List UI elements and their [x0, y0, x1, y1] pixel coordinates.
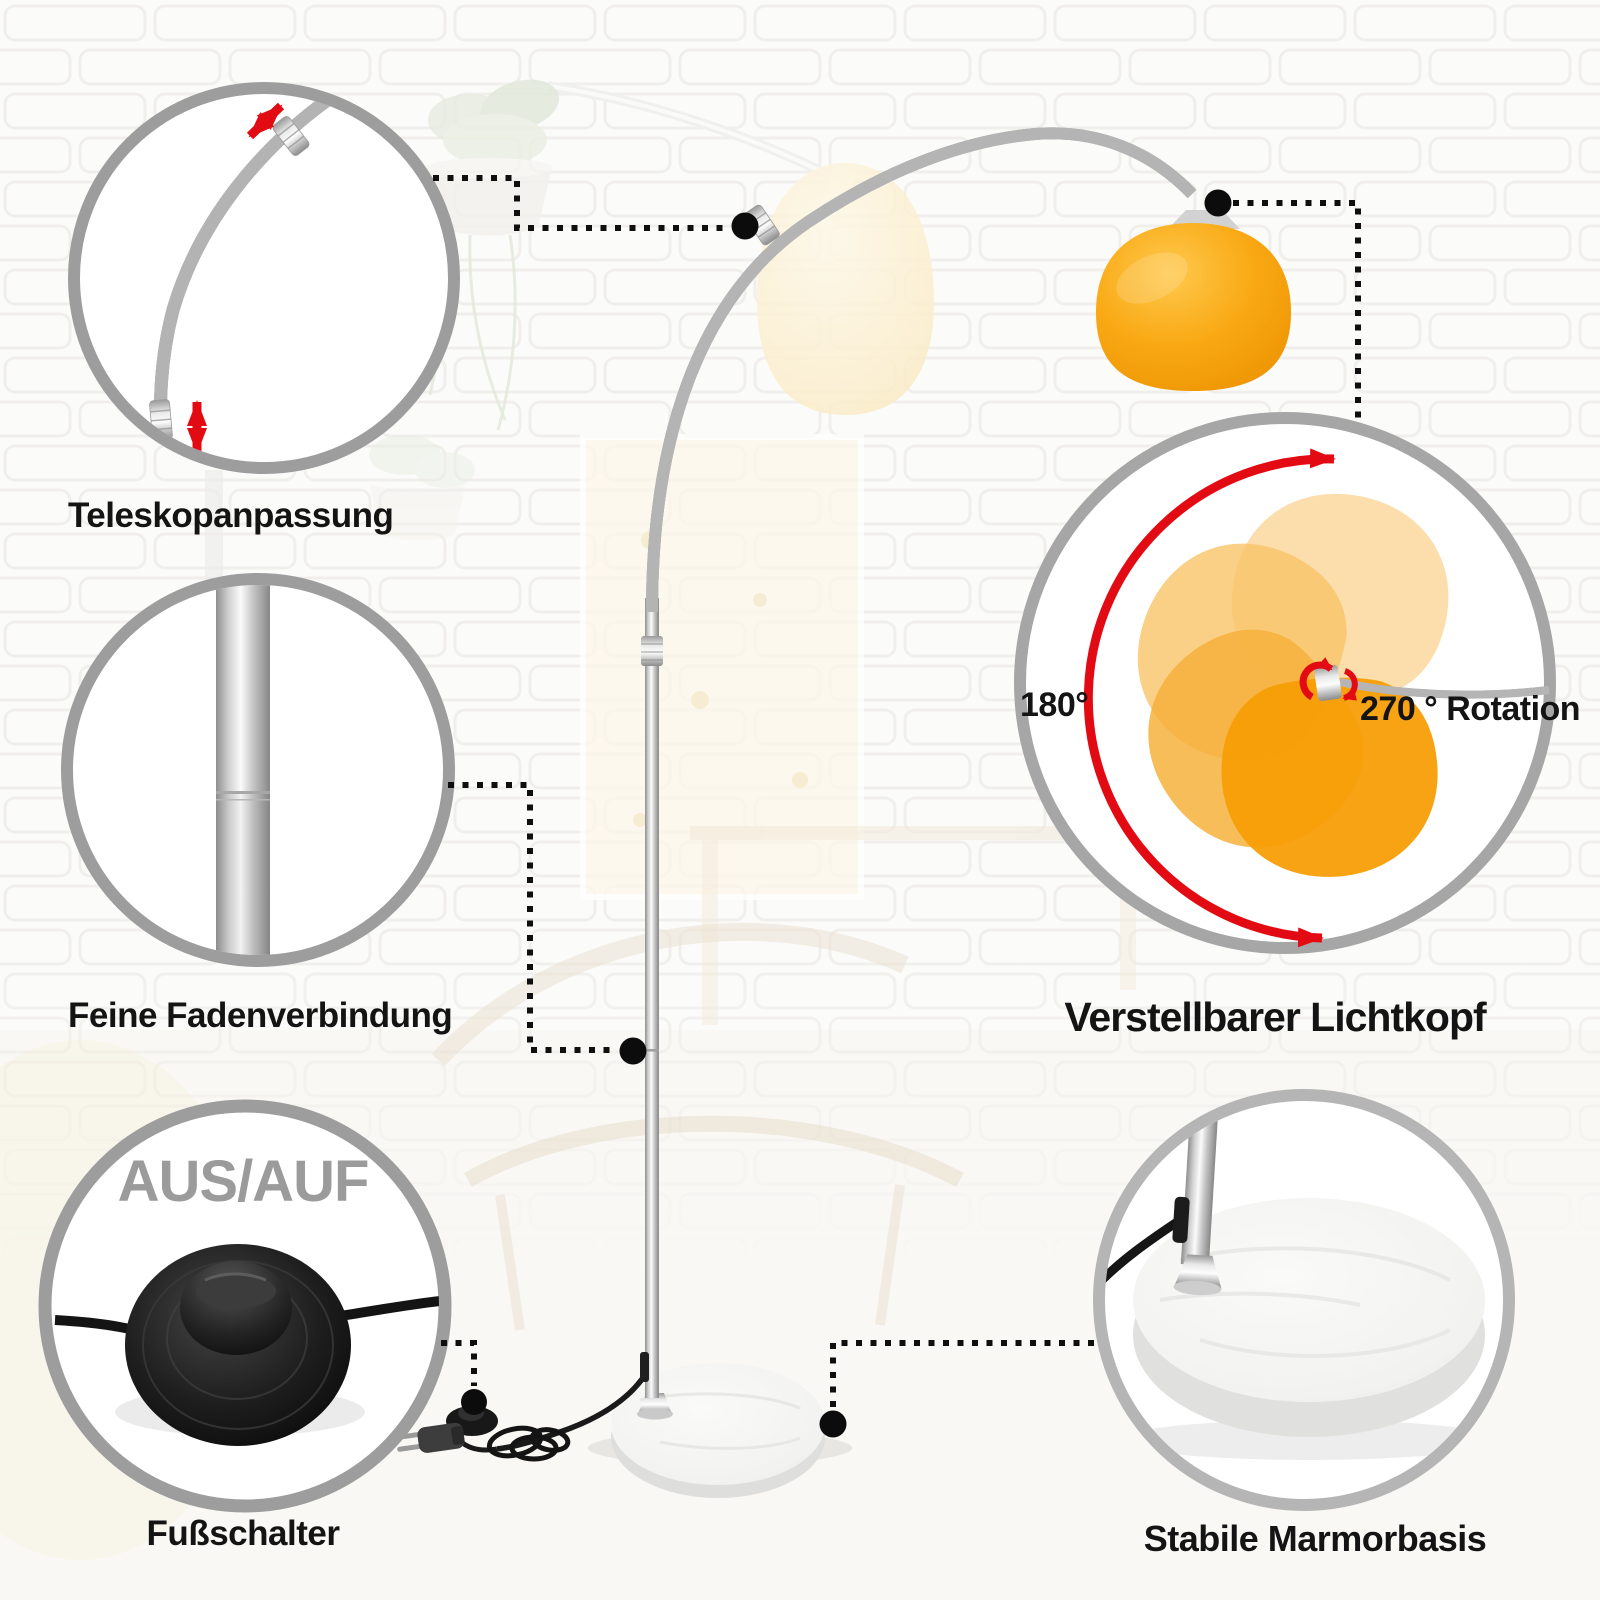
callout-circle-rotation — [1014, 412, 1556, 954]
extend-arrow-icon — [246, 102, 285, 140]
thread-pole — [216, 585, 270, 955]
caption-footswitch: Fußschalter — [146, 1514, 340, 1553]
floor-lamp-photo — [395, 133, 1291, 1498]
ghost-poster — [580, 434, 864, 900]
thread-seam — [216, 791, 270, 794]
caption-telescopic: Teleskopanpassung — [68, 496, 394, 535]
anchor-dot-footswitch — [461, 1389, 487, 1415]
pole-adjust-collar — [641, 636, 663, 666]
anchor-dot-rotation — [1204, 189, 1232, 217]
ghost-hanging-plant — [425, 79, 560, 431]
base-cable-clip — [1172, 1196, 1190, 1244]
caption-thread: Feine Fadenverbindung — [68, 996, 453, 1035]
anchor-dots — [461, 189, 1232, 1438]
connector-base — [830, 1340, 1097, 1407]
callout-circle-footswitch — [38, 1099, 452, 1513]
connector-footswitch — [441, 1340, 477, 1386]
lamp-pole — [637, 598, 673, 1420]
ghost-plant-small — [369, 435, 475, 541]
pole-thread-seam — [645, 1049, 659, 1052]
marble-base — [611, 1363, 825, 1498]
callout-circle-telescopic — [68, 82, 460, 474]
foot-switch-pedal — [125, 1244, 351, 1446]
connector-lines — [433, 175, 1361, 1407]
tilt-angle-label: 180° — [1020, 686, 1089, 724]
power-plug — [395, 1422, 465, 1453]
base-cable — [1105, 1214, 1186, 1286]
anchor-dot-thread — [619, 1037, 647, 1065]
callout-circle-base — [1093, 1089, 1515, 1511]
switch-overlay-text: AUS/AUF — [117, 1149, 370, 1214]
ghost-lamp-pole — [205, 470, 223, 580]
anchor-dot-telescopic — [731, 212, 759, 240]
cable-clip — [640, 1352, 649, 1382]
swivel-rotation-arrow-icon — [1299, 657, 1358, 701]
caption-marble-base: Stabile Marmorbasis — [1143, 1518, 1487, 1559]
callout-circle-thread — [61, 573, 455, 967]
rotation-angle-label: 270 ° Rotation — [1360, 690, 1581, 728]
caption-rotating-head: Verstellbarer Lichtkopf — [1064, 994, 1486, 1040]
anchor-dot-base — [819, 1410, 847, 1438]
power-cable — [458, 1370, 650, 1462]
base-disc — [1133, 1198, 1485, 1437]
ghost-chair — [431, 922, 964, 1331]
tilt-arc-arrow-icon — [1083, 448, 1336, 948]
lamp-arc — [652, 133, 1192, 612]
